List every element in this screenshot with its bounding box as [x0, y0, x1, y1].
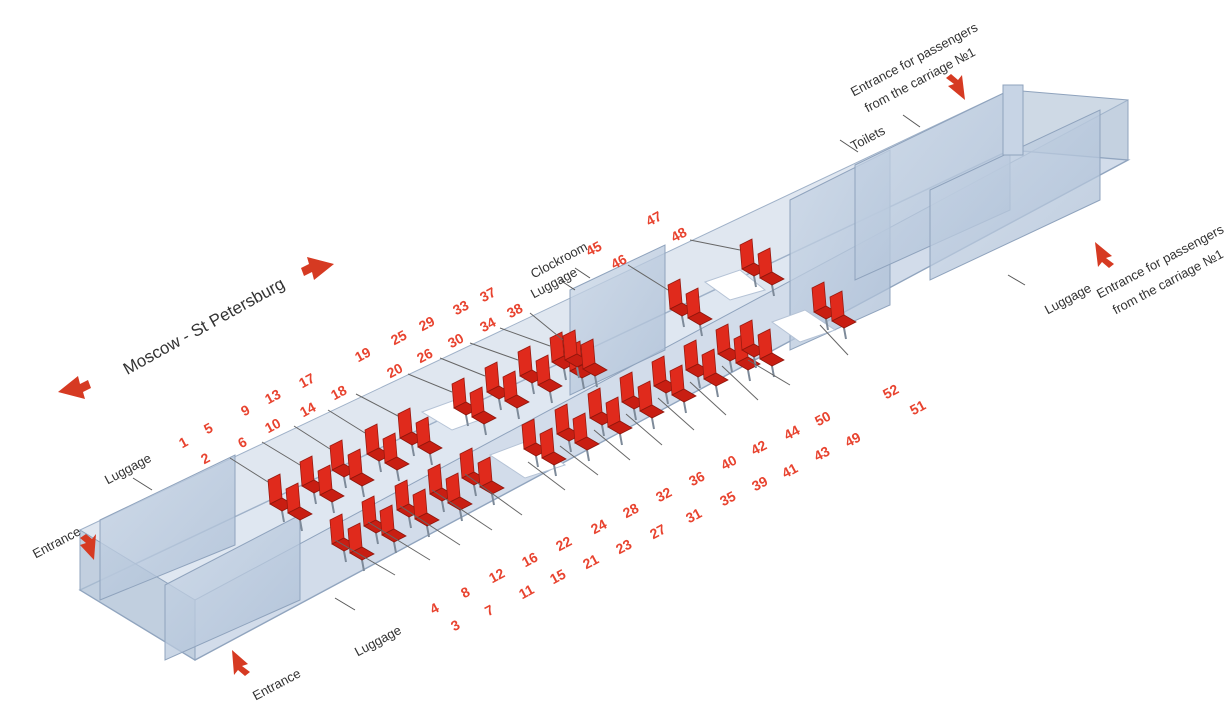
seat	[605, 396, 633, 446]
seat	[379, 504, 407, 554]
seat	[669, 364, 697, 414]
seat	[757, 328, 785, 378]
leader-line	[327, 409, 366, 434]
entrance-arrow-bottom	[232, 650, 250, 676]
leader-line	[367, 521, 431, 561]
seat	[415, 416, 443, 466]
leader-line	[819, 324, 849, 356]
left-compartment-2	[164, 514, 301, 661]
seat	[285, 482, 313, 532]
toilet-block-3	[929, 109, 1101, 281]
leader-line	[625, 413, 663, 446]
leader-line	[261, 441, 301, 466]
leader-line	[229, 457, 269, 483]
leader-line	[747, 359, 791, 386]
leader-line	[407, 373, 453, 393]
seat	[477, 456, 505, 506]
seat	[580, 338, 608, 388]
seat-layer	[267, 238, 857, 572]
leader-line	[293, 425, 331, 450]
leader-line	[627, 264, 669, 291]
leader-luggage-mid	[559, 279, 576, 291]
leader-line	[439, 357, 486, 377]
leader-line	[469, 342, 519, 361]
seat	[502, 370, 530, 420]
seat	[637, 380, 665, 430]
seat	[535, 354, 563, 404]
seat	[539, 427, 567, 477]
leader-luggage-right	[1007, 274, 1026, 286]
leader-luggage-bottom	[334, 597, 356, 611]
leader-toilets	[839, 139, 859, 153]
table	[703, 269, 767, 301]
table	[770, 309, 837, 343]
leader-line	[355, 393, 399, 417]
leader-toilets-2	[902, 114, 921, 128]
seat	[829, 290, 857, 340]
seat	[469, 386, 497, 436]
table	[488, 439, 567, 479]
seat	[347, 522, 375, 572]
leader-line	[399, 505, 461, 546]
seat	[572, 412, 600, 462]
leader-luggage-top	[132, 477, 153, 491]
leader-line	[689, 239, 741, 251]
leader-line	[334, 539, 396, 576]
toilet-door	[1002, 84, 1024, 156]
direction-arrow-right	[301, 257, 334, 280]
leader-line	[529, 312, 564, 341]
seat	[685, 287, 713, 337]
seat	[445, 472, 473, 522]
leader-line	[464, 473, 523, 516]
leader-line	[499, 327, 551, 347]
entrance-arrow-left	[80, 534, 96, 560]
leader-clockroom	[574, 267, 591, 279]
entrance-arrow-right	[1095, 242, 1114, 268]
leader-line	[431, 489, 493, 531]
leader-line	[721, 365, 759, 401]
direction-arrow-left	[58, 376, 91, 399]
seat	[347, 448, 375, 498]
seat	[412, 488, 440, 538]
seat	[757, 247, 785, 297]
entrance-arrow-top-right	[946, 74, 965, 100]
leader-lines	[229, 239, 849, 576]
seat	[382, 432, 410, 482]
seat	[739, 238, 767, 288]
leader-line	[559, 445, 599, 476]
left-compartment	[99, 454, 236, 601]
leader-line	[689, 381, 727, 416]
leader-line	[657, 397, 695, 431]
leader-line	[593, 429, 631, 461]
seat	[701, 348, 729, 398]
seat	[317, 464, 345, 514]
leader-line	[527, 461, 566, 491]
